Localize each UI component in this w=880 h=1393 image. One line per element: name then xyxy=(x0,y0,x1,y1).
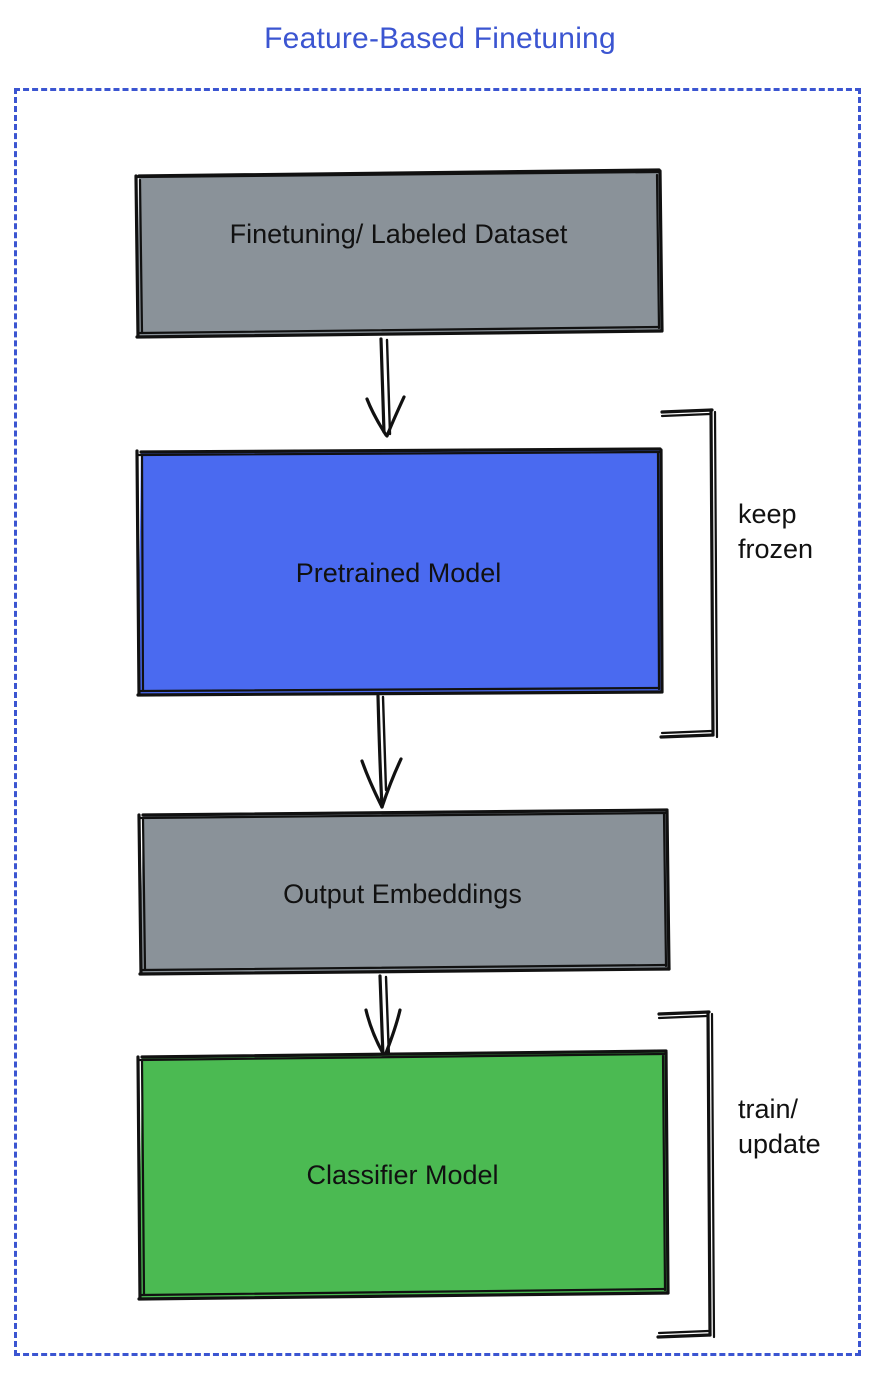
bracket-train-update xyxy=(656,1010,716,1339)
node-classifier-edge-right-2 xyxy=(661,1054,667,1292)
node-dataset-edge-left xyxy=(134,174,140,338)
node-classifier-edge-left-2 xyxy=(140,1059,146,1296)
node-embeddings-label: Output Embeddings xyxy=(283,879,522,909)
node-pretrained-label: Pretrained Model xyxy=(295,558,502,588)
node-dataset-edge-left-2 xyxy=(138,178,144,334)
node-embeddings-edge-top-2 xyxy=(138,811,667,820)
node-embeddings-edge-right-2 xyxy=(662,812,668,968)
node-pretrained-edge-top xyxy=(139,447,662,454)
node-embeddings-edge-right xyxy=(665,809,671,971)
node-classifier-edge-top xyxy=(140,1049,668,1059)
node-dataset-edge-bottom xyxy=(135,329,663,339)
node-embeddings-edge-top xyxy=(141,808,669,817)
node-classifier-edge-bottom-2 xyxy=(140,1287,667,1297)
edge-pretrained-to-embeddings xyxy=(360,694,403,809)
node-dataset-edge-bottom-2 xyxy=(138,325,661,335)
node-pretrained-edge-right xyxy=(659,448,664,694)
node-embeddings-edge-left xyxy=(137,813,143,975)
node-classifier-fill xyxy=(139,1051,668,1298)
annotation-train-update-label: train/ update xyxy=(738,1094,821,1159)
bracket-keep-frozen xyxy=(659,408,719,739)
node-embeddings-edge-bottom xyxy=(138,967,671,976)
node-classifier-edge-top-2 xyxy=(137,1052,666,1062)
node-dataset[interactable] xyxy=(134,168,664,339)
node-dataset-edge-right-2 xyxy=(655,173,661,330)
node-embeddings-edge-left-2 xyxy=(141,817,147,971)
node-pretrained-edge-top-2 xyxy=(137,450,661,457)
node-pretrained-edge-bottom-2 xyxy=(139,686,661,693)
node-classifier-edge-right xyxy=(664,1050,670,1295)
node-classifier-edge-bottom xyxy=(137,1291,670,1301)
node-pretrained-edge-bottom xyxy=(136,690,663,697)
node-embeddings-edge-bottom-2 xyxy=(141,963,668,972)
edge-dataset-to-pretrained xyxy=(365,337,406,438)
node-pretrained-fill xyxy=(138,449,661,694)
node-classifier-edge-left xyxy=(136,1055,142,1300)
node-dataset-fill xyxy=(137,170,661,336)
node-pretrained-edge-left-2 xyxy=(140,454,145,692)
node-classifier[interactable] xyxy=(136,1049,670,1301)
page-title: Feature-Based Finetuning xyxy=(264,22,616,55)
node-dataset-label: Finetuning/ Labeled Dataset xyxy=(229,219,568,249)
node-pretrained-edge-right-2 xyxy=(656,451,661,691)
node-dataset-edge-right xyxy=(658,169,664,333)
node-embeddings-fill xyxy=(140,810,669,973)
node-embeddings[interactable] xyxy=(137,808,671,976)
node-classifier-label: Classifier Model xyxy=(306,1160,499,1190)
node-dataset-edge-top xyxy=(137,168,661,178)
node-dataset-edge-top-2 xyxy=(135,170,660,179)
edge-embeddings-to-classifier xyxy=(364,974,402,1060)
node-pretrained-edge-left xyxy=(135,449,141,696)
node-pretrained[interactable] xyxy=(135,447,664,697)
annotation-keep-frozen-label: keep frozen xyxy=(738,499,814,564)
